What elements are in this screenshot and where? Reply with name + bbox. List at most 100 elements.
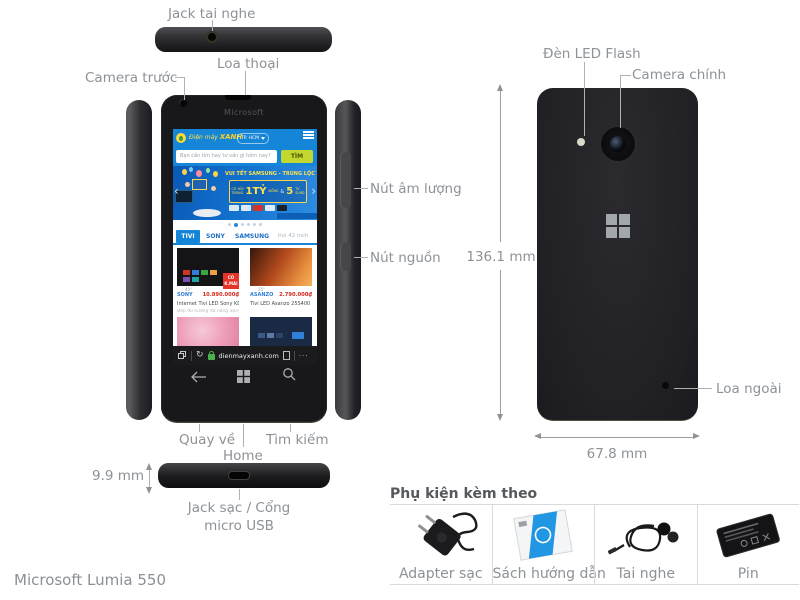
bezel-brand-text: Microsoft bbox=[223, 108, 264, 117]
arrow-down-icon bbox=[497, 414, 503, 421]
banner-illustration bbox=[185, 182, 190, 187]
search-key-label: Tìm kiếm bbox=[266, 432, 329, 448]
product-price: 10.890.000₫ bbox=[202, 292, 239, 298]
product-image bbox=[250, 248, 312, 286]
accessory-label: Tai nghe bbox=[616, 566, 675, 582]
earphones-image bbox=[607, 522, 679, 555]
product-promo: Bếp đủ nướng đa năng Sony t... bbox=[177, 309, 239, 314]
phone-front-view: Microsoft Điện máy XANH TP. HCM Menu Bạn… bbox=[161, 95, 327, 423]
battery-image bbox=[716, 513, 781, 558]
banner-illustration bbox=[213, 171, 218, 177]
accessories-heading: Phụ kiện kèm theo bbox=[390, 486, 538, 502]
power-button bbox=[340, 242, 351, 271]
site-logo-icon bbox=[176, 133, 186, 143]
site-logo-text: Điện máy XANH bbox=[189, 133, 243, 141]
carousel-dots bbox=[173, 221, 317, 228]
product-name: Tivi LED Asanzo 25S400 25 i... bbox=[250, 301, 312, 307]
accessory-adapter: Adapter sạc bbox=[390, 505, 492, 584]
tab-tivi: TIVI bbox=[176, 230, 200, 243]
accessory-label: Sách hướng dẫn bbox=[492, 566, 606, 582]
front-camera-label: Camera trước bbox=[85, 70, 178, 86]
search-key-icon bbox=[282, 366, 296, 385]
callout-line bbox=[239, 489, 240, 500]
callout-line bbox=[243, 424, 244, 447]
site-search-row: Bạn cần tìm hay tư vấn gì hôm nay? TÌM bbox=[173, 147, 317, 166]
callout-line bbox=[175, 77, 185, 78]
tab-sony: SONY bbox=[206, 233, 225, 240]
callout-line bbox=[184, 77, 185, 100]
banner-title: VUI TẾT SAMSUNG - TRÚNG LỘC TỶ PHÚ bbox=[225, 171, 317, 177]
banner-illustration bbox=[211, 186, 216, 191]
phone-right-edge-view bbox=[335, 100, 361, 420]
banner-illustration bbox=[175, 190, 193, 203]
product-price: 2.790.000₫ bbox=[279, 292, 312, 298]
hamburger-icon bbox=[302, 131, 314, 139]
accessory-label: Adapter sạc bbox=[398, 566, 483, 582]
callout-line bbox=[354, 188, 368, 189]
product-brand: SONY bbox=[177, 292, 193, 298]
thickness-label: 9.9 mm bbox=[92, 468, 145, 484]
url-text: dienmayxanh.com bbox=[218, 351, 279, 360]
dimension-line bbox=[149, 468, 150, 488]
main-camera-label: Camera chính bbox=[632, 67, 727, 83]
headphone-jack-label: Jack tai nghe bbox=[168, 6, 256, 22]
height-dimension-label: 136.1 mm bbox=[466, 249, 536, 265]
banner-illustration bbox=[193, 209, 221, 217]
adapter-image bbox=[417, 512, 478, 556]
earpiece-slot bbox=[225, 95, 251, 100]
phone-top-edge-view bbox=[155, 27, 332, 52]
refresh-icon: ↻ bbox=[196, 350, 204, 360]
banner-ribbon bbox=[277, 213, 317, 219]
dimension-line bbox=[500, 270, 501, 416]
callout-line bbox=[674, 388, 712, 389]
chevron-down-icon bbox=[261, 136, 266, 140]
home-key-label: Home bbox=[223, 448, 263, 464]
browser-tabs-icon bbox=[178, 351, 187, 360]
tab-hint: tivi 42 inch bbox=[278, 233, 309, 239]
carousel-prev-icon: ‹ bbox=[174, 184, 179, 198]
headphone-jack-hole bbox=[206, 31, 218, 43]
manual-image bbox=[513, 509, 574, 561]
phone-left-edge-view bbox=[126, 100, 152, 420]
arrow-left-icon bbox=[534, 433, 541, 439]
led-flash-dot bbox=[577, 138, 585, 146]
arrow-up-icon bbox=[497, 84, 503, 91]
lock-icon bbox=[207, 351, 215, 360]
category-tabs: TIVI SONY SAMSUNG tivi 42 inch bbox=[173, 229, 317, 245]
callout-line bbox=[290, 424, 291, 432]
browser-bar: ↻ dienmayxanh.com ··· bbox=[173, 346, 317, 365]
dimension-line bbox=[541, 437, 694, 438]
banner-illustration bbox=[192, 179, 207, 190]
search-input: Bạn cần tìm hay tư vấn gì hôm nay? bbox=[176, 150, 277, 163]
charge-port-label: Jack sạc / Cổng bbox=[187, 500, 291, 516]
accessory-earphones: Tai nghe bbox=[594, 505, 697, 584]
product-brand: ASANZO bbox=[250, 292, 274, 298]
banner-illustration bbox=[206, 168, 210, 173]
promo-banner: VUI TẾT SAMSUNG - TRÚNG LỘC TỶ PHÚ CƠ HỘ… bbox=[173, 166, 317, 220]
power-button-label: Nút nguồn bbox=[370, 250, 441, 266]
carousel-next-icon: › bbox=[311, 184, 316, 198]
more-icon: ··· bbox=[298, 351, 309, 360]
charge-port-label: micro USB bbox=[204, 518, 274, 534]
accessory-manual: Sách hướng dẫn bbox=[491, 505, 606, 584]
location-pill: TP. HCM bbox=[237, 132, 270, 144]
main-camera-lens bbox=[601, 127, 635, 161]
callout-line bbox=[620, 75, 631, 76]
callout-line bbox=[620, 75, 621, 128]
product-size: 25" bbox=[258, 287, 265, 292]
earpiece-label: Loa thoại bbox=[217, 56, 280, 72]
model-name: Microsoft Lumia 550 bbox=[14, 571, 166, 589]
product-name: Internet Tivi LED Sony KDL- bbox=[177, 301, 239, 307]
phone-back-view bbox=[537, 88, 698, 421]
callout-line bbox=[245, 71, 246, 95]
dimension-line bbox=[500, 91, 501, 242]
micro-usb-port bbox=[228, 471, 250, 480]
back-key-label: Quay về bbox=[179, 432, 236, 448]
width-dimension-label: 67.8 mm bbox=[586, 446, 648, 462]
arrow-right-icon bbox=[693, 433, 700, 439]
arrow-up-icon bbox=[146, 463, 152, 470]
